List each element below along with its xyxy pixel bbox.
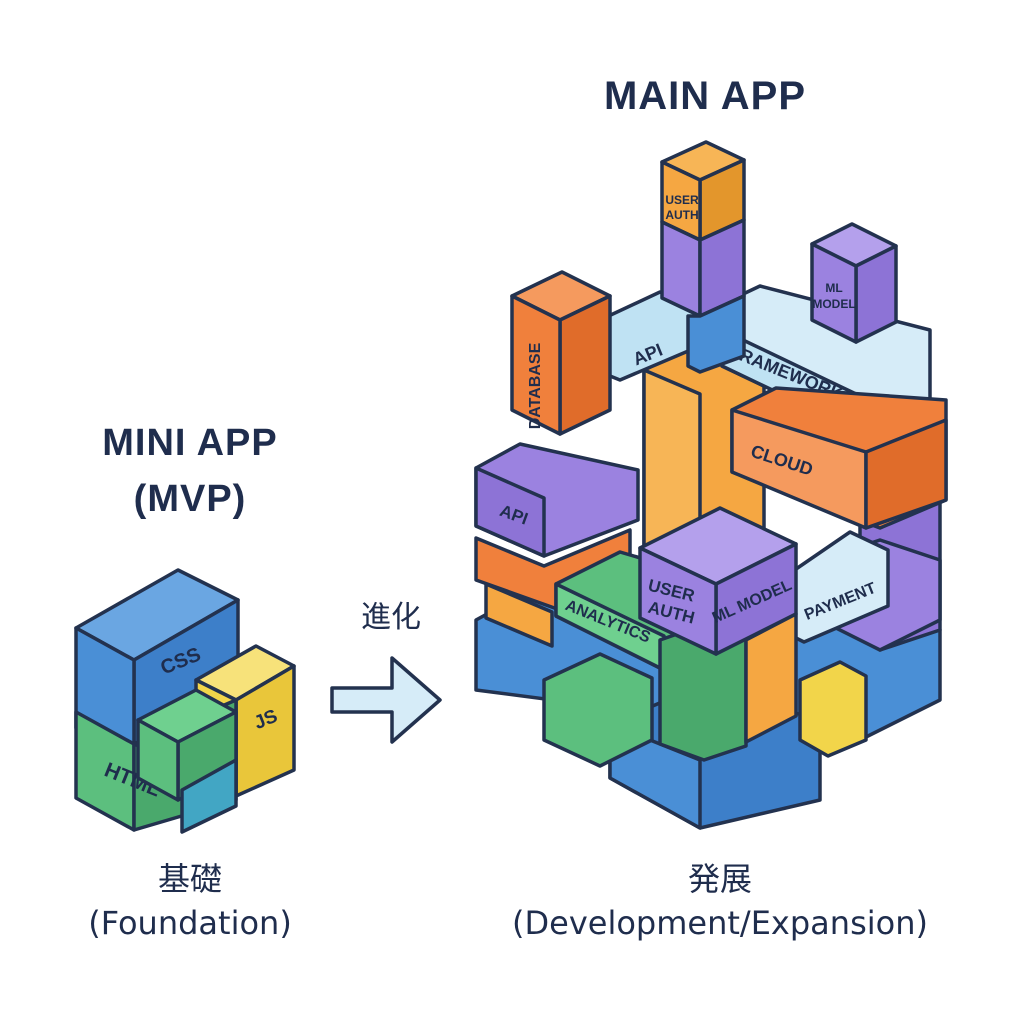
mini-caption-jp: 基礎 bbox=[157, 860, 222, 898]
ml-model-top-label1: ML bbox=[825, 281, 842, 295]
main-caption-jp: 発展 bbox=[687, 860, 752, 898]
mini-app-stack: CSS JS HTML bbox=[74, 568, 296, 834]
user-auth-top-label1: USER bbox=[665, 193, 699, 207]
mini-app-subtitle: (MVP) bbox=[133, 478, 247, 520]
ml-model-top-label2: MODEL bbox=[812, 297, 855, 311]
ml-model-top-block: ML MODEL bbox=[810, 222, 898, 344]
yellow-block-right bbox=[798, 660, 868, 758]
api-left-block: API bbox=[474, 442, 640, 558]
mini-caption-en: (Foundation) bbox=[88, 904, 292, 942]
database-block: DATABASE bbox=[510, 270, 612, 436]
mini-app-title: MINI APP bbox=[102, 422, 278, 464]
amber-front-column bbox=[744, 612, 798, 744]
main-caption-en: (Development/Expansion) bbox=[512, 904, 928, 942]
cloud-block: CLOUD bbox=[730, 386, 948, 530]
main-app-stack: API FRAMEWORK ML MODEL USER AUTH bbox=[474, 140, 948, 830]
payment-block: PAYMENT bbox=[778, 530, 890, 644]
user-auth-top-block: USER AUTH bbox=[660, 140, 746, 374]
user-auth-top-label2: AUTH bbox=[665, 208, 698, 222]
database-label: DATABASE bbox=[527, 342, 544, 429]
mini-teal-cube bbox=[180, 758, 238, 834]
main-app-title: MAIN APP bbox=[603, 74, 807, 118]
evolution-arrow[interactable] bbox=[330, 656, 442, 744]
user-auth-ml-model-front-block: USER AUTH ML MODEL bbox=[638, 506, 798, 656]
arrow-label: 進化 bbox=[361, 600, 421, 635]
mini-green-cube bbox=[136, 688, 238, 802]
green-front-columns bbox=[542, 624, 748, 768]
